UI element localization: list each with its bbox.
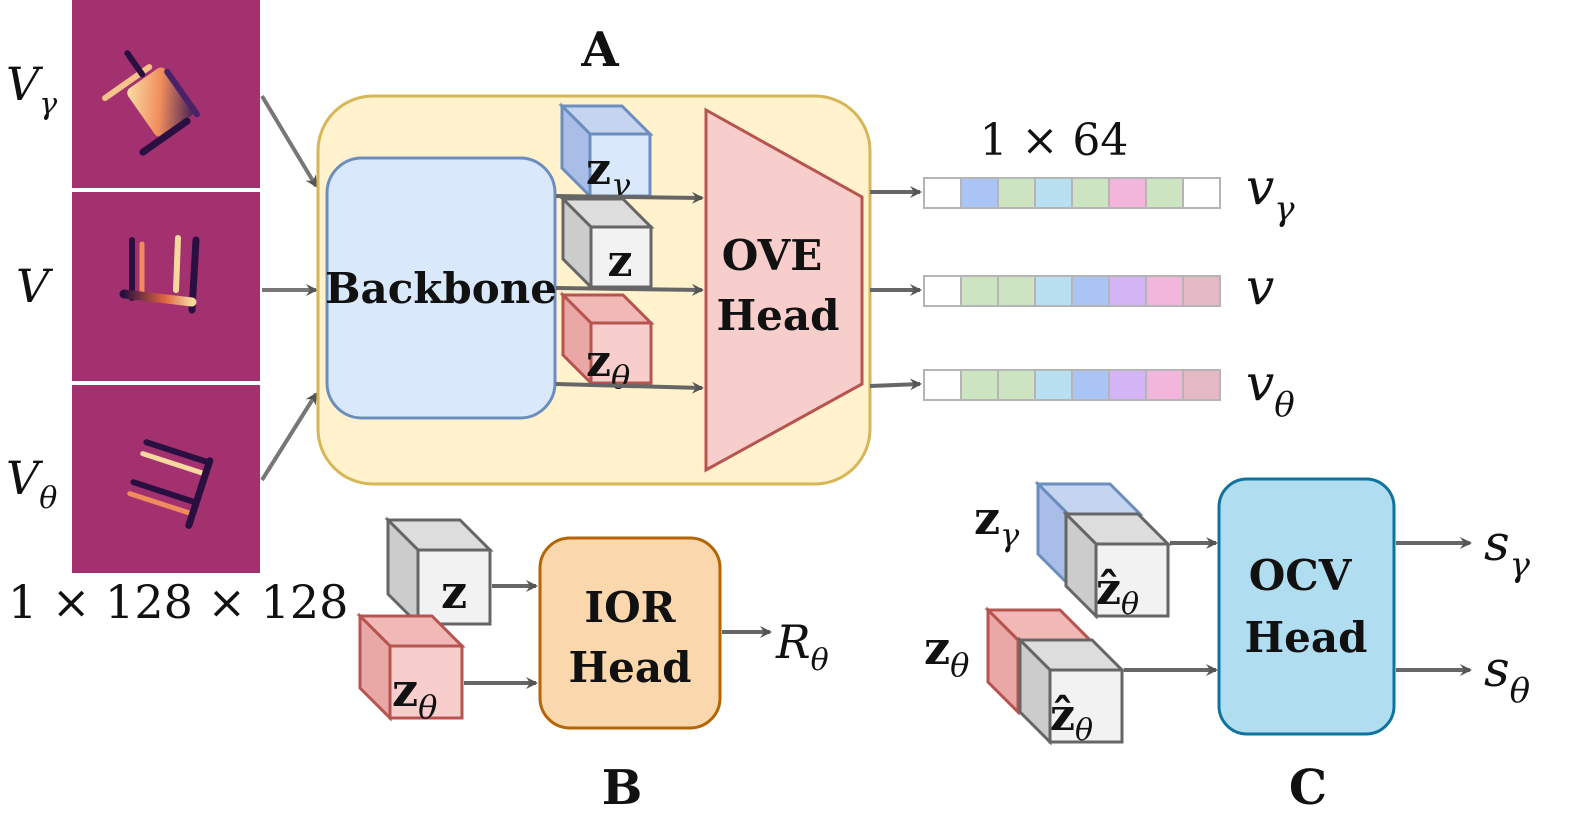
feature-cube-b-z: [384, 516, 494, 628]
vector-cell: [923, 177, 962, 209]
input-label-v-gamma: Vγ: [6, 57, 57, 122]
feature-cube-c-z-theta: [984, 606, 1094, 716]
vector-cell: [1034, 369, 1073, 401]
vector-cell: [1145, 177, 1184, 209]
output-label-v-theta: vθ: [1246, 354, 1295, 425]
feature-label-c-z-gamma: zγ: [974, 491, 1020, 554]
vector-cell: [960, 369, 999, 401]
ocv-output-label-s-theta: sθ: [1484, 640, 1530, 711]
section-label-a: A: [580, 22, 619, 78]
feature-cube-b-z-theta: [356, 612, 466, 722]
vector-cell: [1108, 275, 1147, 307]
feature-arrows: [555, 191, 704, 394]
feature-cube-c-zhat-theta-1: [1062, 510, 1172, 620]
vector-cell: [997, 275, 1036, 307]
vector-cell: [960, 275, 999, 307]
embedding-vector-v-theta: [923, 369, 1221, 401]
ior-head: IOR Head: [538, 536, 722, 730]
output-label-v-gamma: vγ: [1246, 158, 1295, 229]
vector-cell: [1145, 275, 1184, 307]
embedding-size-label: 1 × 64: [980, 115, 1129, 166]
feature-label-z-gamma: zγ: [586, 144, 631, 204]
vector-cell: [923, 275, 962, 307]
ocv-input-arrows: [1124, 537, 1218, 676]
ocv-output-label-s-gamma: sγ: [1484, 514, 1531, 585]
output-label-v: v: [1246, 258, 1274, 316]
ove-head: OVE Head: [704, 107, 864, 473]
depth-image-v-theta: [72, 385, 260, 573]
ior-head-label-2: Head: [569, 643, 692, 692]
embedding-vector-v: [923, 275, 1221, 307]
section-label-c: C: [1289, 760, 1327, 816]
input-label-v: V: [16, 259, 54, 313]
feature-label-b-z: z: [441, 565, 467, 619]
ocv-head: OCV Head: [1217, 477, 1396, 736]
backbone-block: Backbone: [325, 156, 557, 420]
embedding-vector-v-gamma: [923, 177, 1221, 209]
vector-cell: [1182, 369, 1221, 401]
feature-label-b-z-theta: zθ: [392, 663, 437, 726]
ior-head-label-1: IOR: [584, 583, 676, 632]
ove-output-arrows: [869, 186, 922, 391]
section-label-b: B: [602, 760, 643, 816]
feature-cube-c-zhat-theta-2: [1016, 636, 1126, 746]
vector-cell: [997, 177, 1036, 209]
vector-cell: [1071, 369, 1110, 401]
vector-cell: [1145, 369, 1184, 401]
vector-cell: [1182, 177, 1221, 209]
feature-label-c-z-theta: zθ: [924, 621, 969, 684]
vector-cell: [1182, 275, 1221, 307]
feature-label-c-zhat-theta-1: ẑθ: [1096, 564, 1139, 622]
vector-cell: [1034, 275, 1073, 307]
ior-input-arrows: [464, 580, 538, 689]
ocv-head-label-2: Head: [1245, 613, 1368, 662]
ove-head-label-2: Head: [717, 291, 840, 340]
vector-cell: [1071, 275, 1110, 307]
ove-head-label-1: OVE: [722, 231, 822, 280]
ocv-head-label-1: OCV: [1249, 551, 1353, 600]
feature-cube-z: [559, 195, 655, 291]
input-size-label: 1 × 128 × 128: [8, 575, 348, 629]
vector-cell: [997, 369, 1036, 401]
feature-cube-z-theta: [559, 291, 655, 387]
input-label-v-theta: Vθ: [6, 451, 57, 516]
vector-cell: [923, 369, 962, 401]
vector-cell: [1071, 177, 1110, 209]
vector-cell: [960, 177, 999, 209]
vector-cell: [1034, 177, 1073, 209]
vector-cell: [1108, 369, 1147, 401]
vector-cell: [1108, 177, 1147, 209]
feature-label-c-zhat-theta-2: ẑθ: [1050, 690, 1093, 748]
input-arrows: [260, 94, 318, 482]
ocv-output-arrows: [1396, 537, 1472, 676]
feature-label-z: z: [608, 236, 633, 287]
backbone-label: Backbone: [325, 264, 557, 313]
depth-image-v: [72, 192, 260, 381]
depth-image-v-gamma: [72, 0, 260, 188]
ior-output-label: Rθ: [775, 615, 829, 678]
input-images: [72, 0, 260, 573]
feature-cube-c-z-gamma: [1034, 480, 1144, 588]
